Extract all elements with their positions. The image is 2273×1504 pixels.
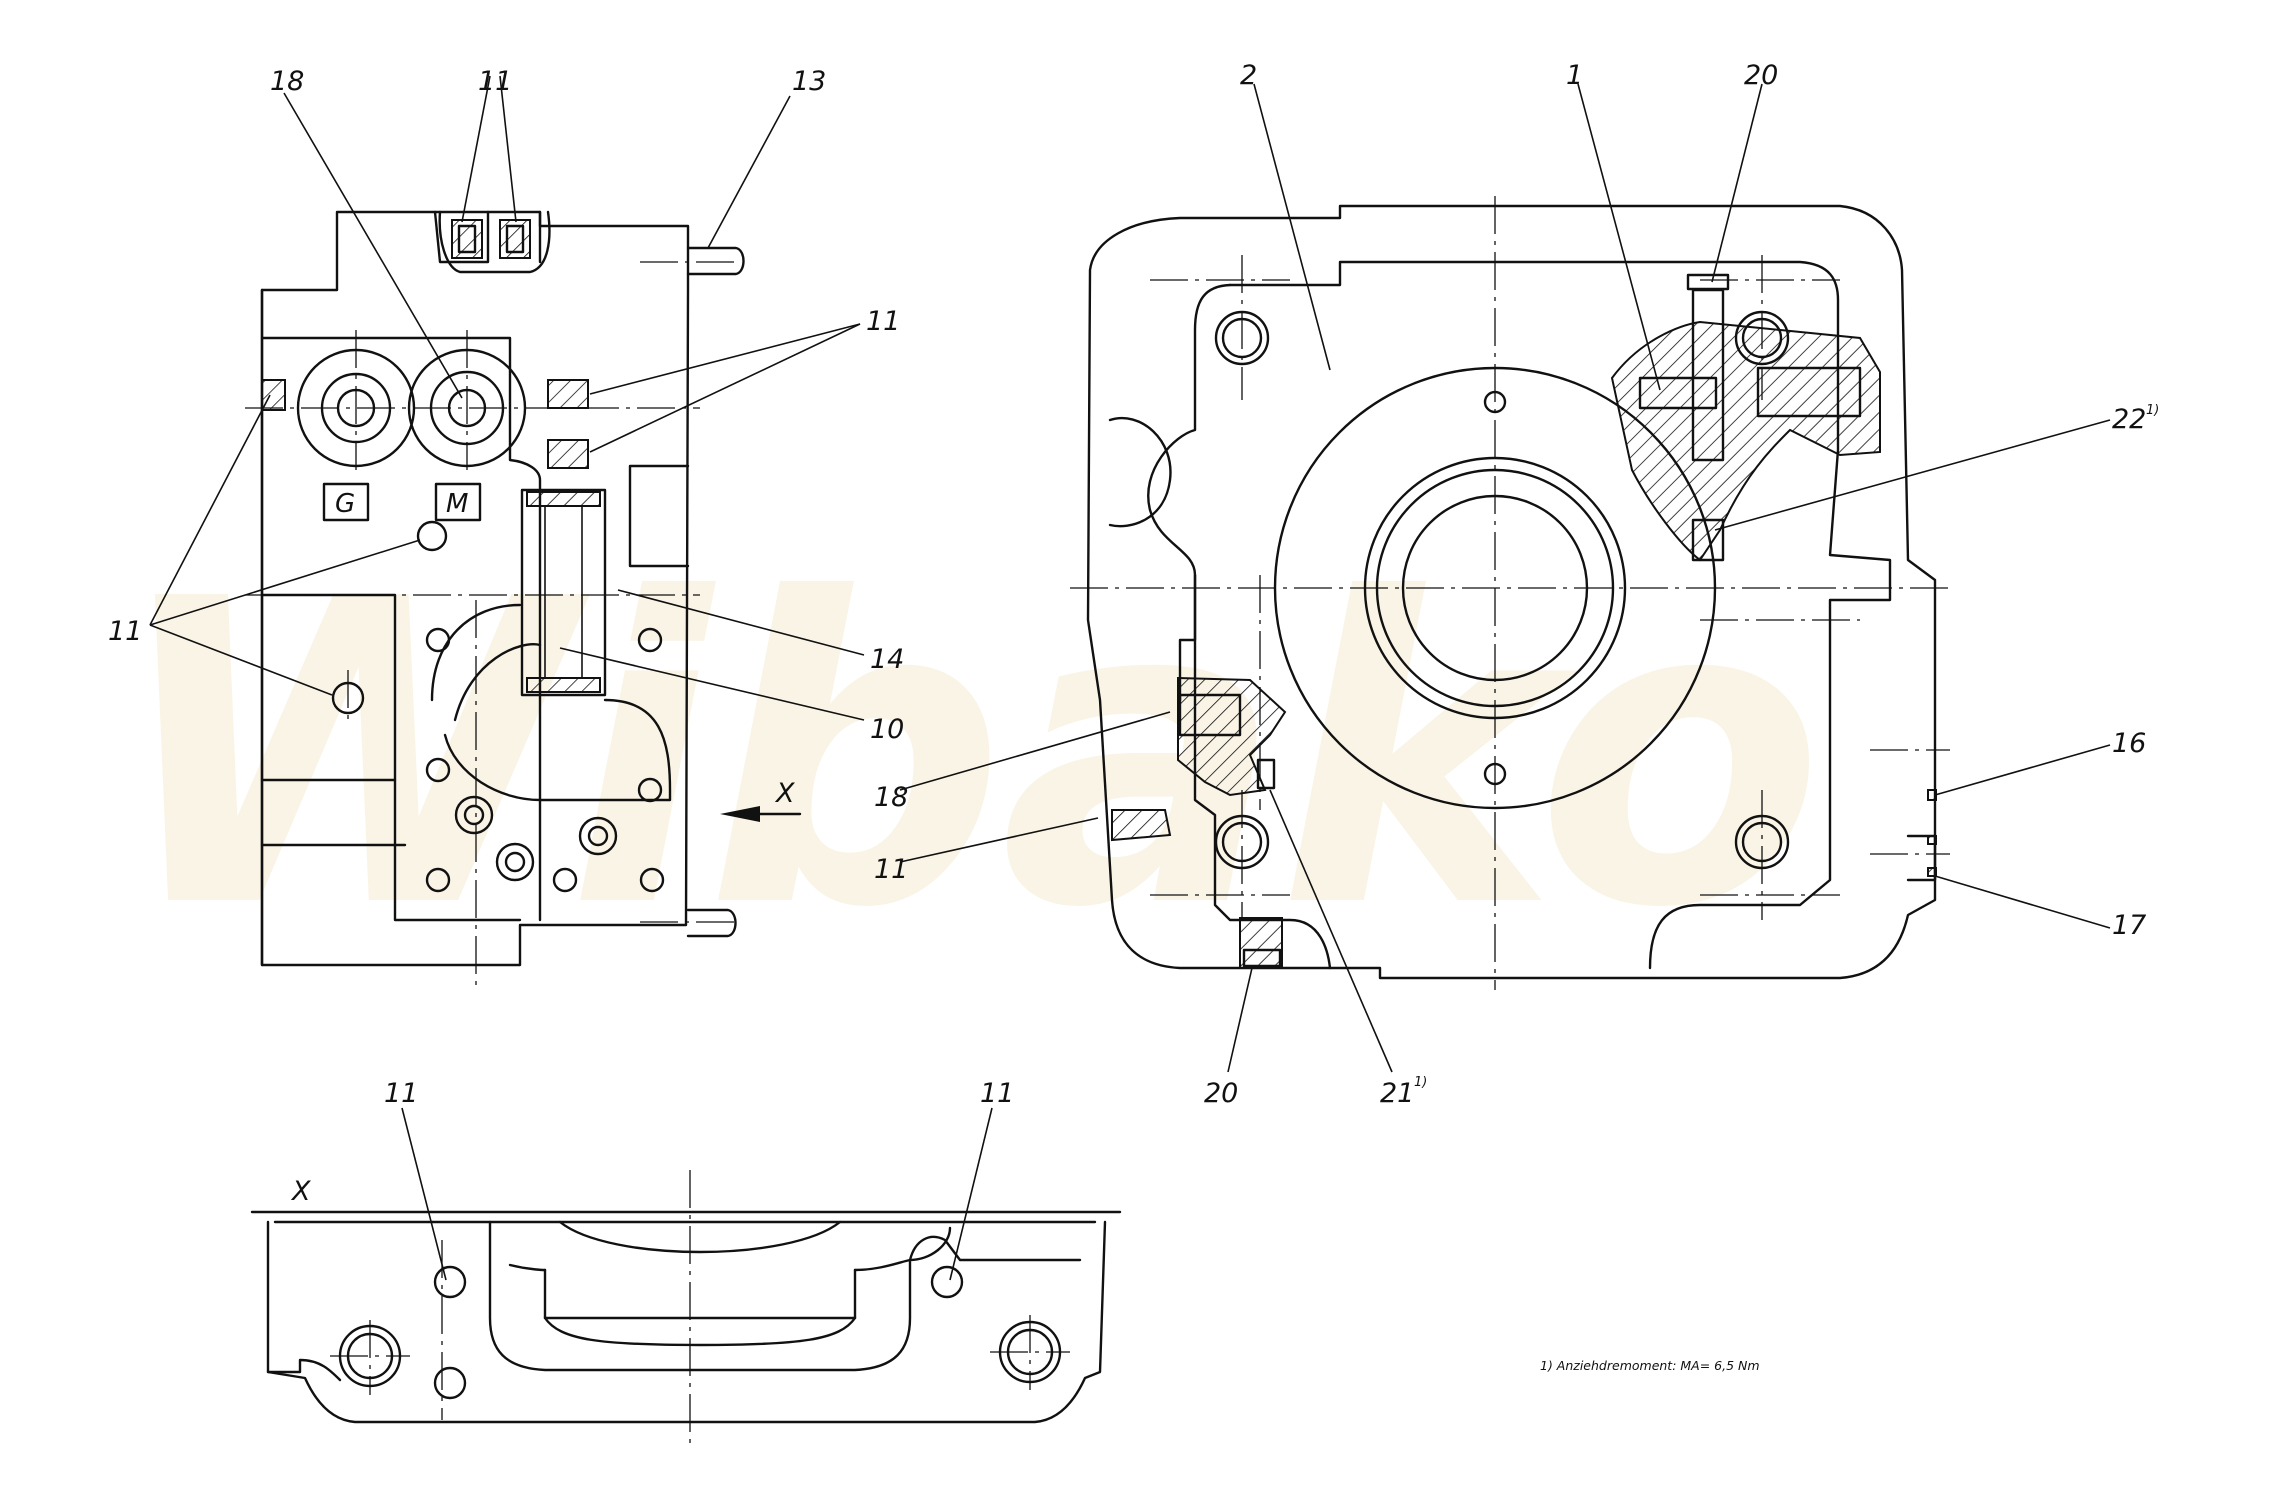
left-view: G M X <box>108 66 1171 985</box>
bottom-view: X 11 11 <box>250 1078 1122 1450</box>
watermark: Wibako <box>110 511 1818 1000</box>
callout-11-right: 11 <box>866 306 900 337</box>
footnote: 1) Anziehdremoment: MA= 6,5 Nm <box>1540 1358 1760 1373</box>
view-arrow-label: X <box>774 778 795 809</box>
callout-18-top: 18 <box>270 66 304 97</box>
callout-16: 16 <box>2112 728 2146 759</box>
callout-20-top: 20 <box>1744 60 1778 91</box>
callout-13: 13 <box>792 66 826 97</box>
callout-1: 1 <box>1566 60 1583 91</box>
callout-14: 14 <box>870 644 904 675</box>
callout-11-mid: 11 <box>874 854 908 885</box>
callout-20-bottom: 20 <box>1204 1078 1238 1109</box>
callout-10: 10 <box>870 714 904 745</box>
callout-22-superscript: 1) <box>2146 403 2159 418</box>
callout-21-superscript: 1) <box>1414 1075 1427 1090</box>
callout-2: 2 <box>1240 60 1257 91</box>
right-view: 2 1 20 22 1) 16 17 20 21 1) <box>1070 60 2159 1109</box>
callout-11-top: 11 <box>478 66 512 97</box>
callout-17: 17 <box>2112 910 2146 941</box>
callout-18-mid: 18 <box>874 782 908 813</box>
callout-21: 21 <box>1380 1078 1414 1109</box>
callout-11-bottom-left: 11 <box>384 1078 418 1109</box>
callout-22: 22 <box>2112 404 2146 435</box>
view-x-title: X <box>290 1176 311 1207</box>
port-label-m: M <box>446 489 468 519</box>
callout-11-left: 11 <box>108 616 142 647</box>
port-label-g: G <box>335 489 355 519</box>
callout-11-bottom-right: 11 <box>980 1078 1014 1109</box>
